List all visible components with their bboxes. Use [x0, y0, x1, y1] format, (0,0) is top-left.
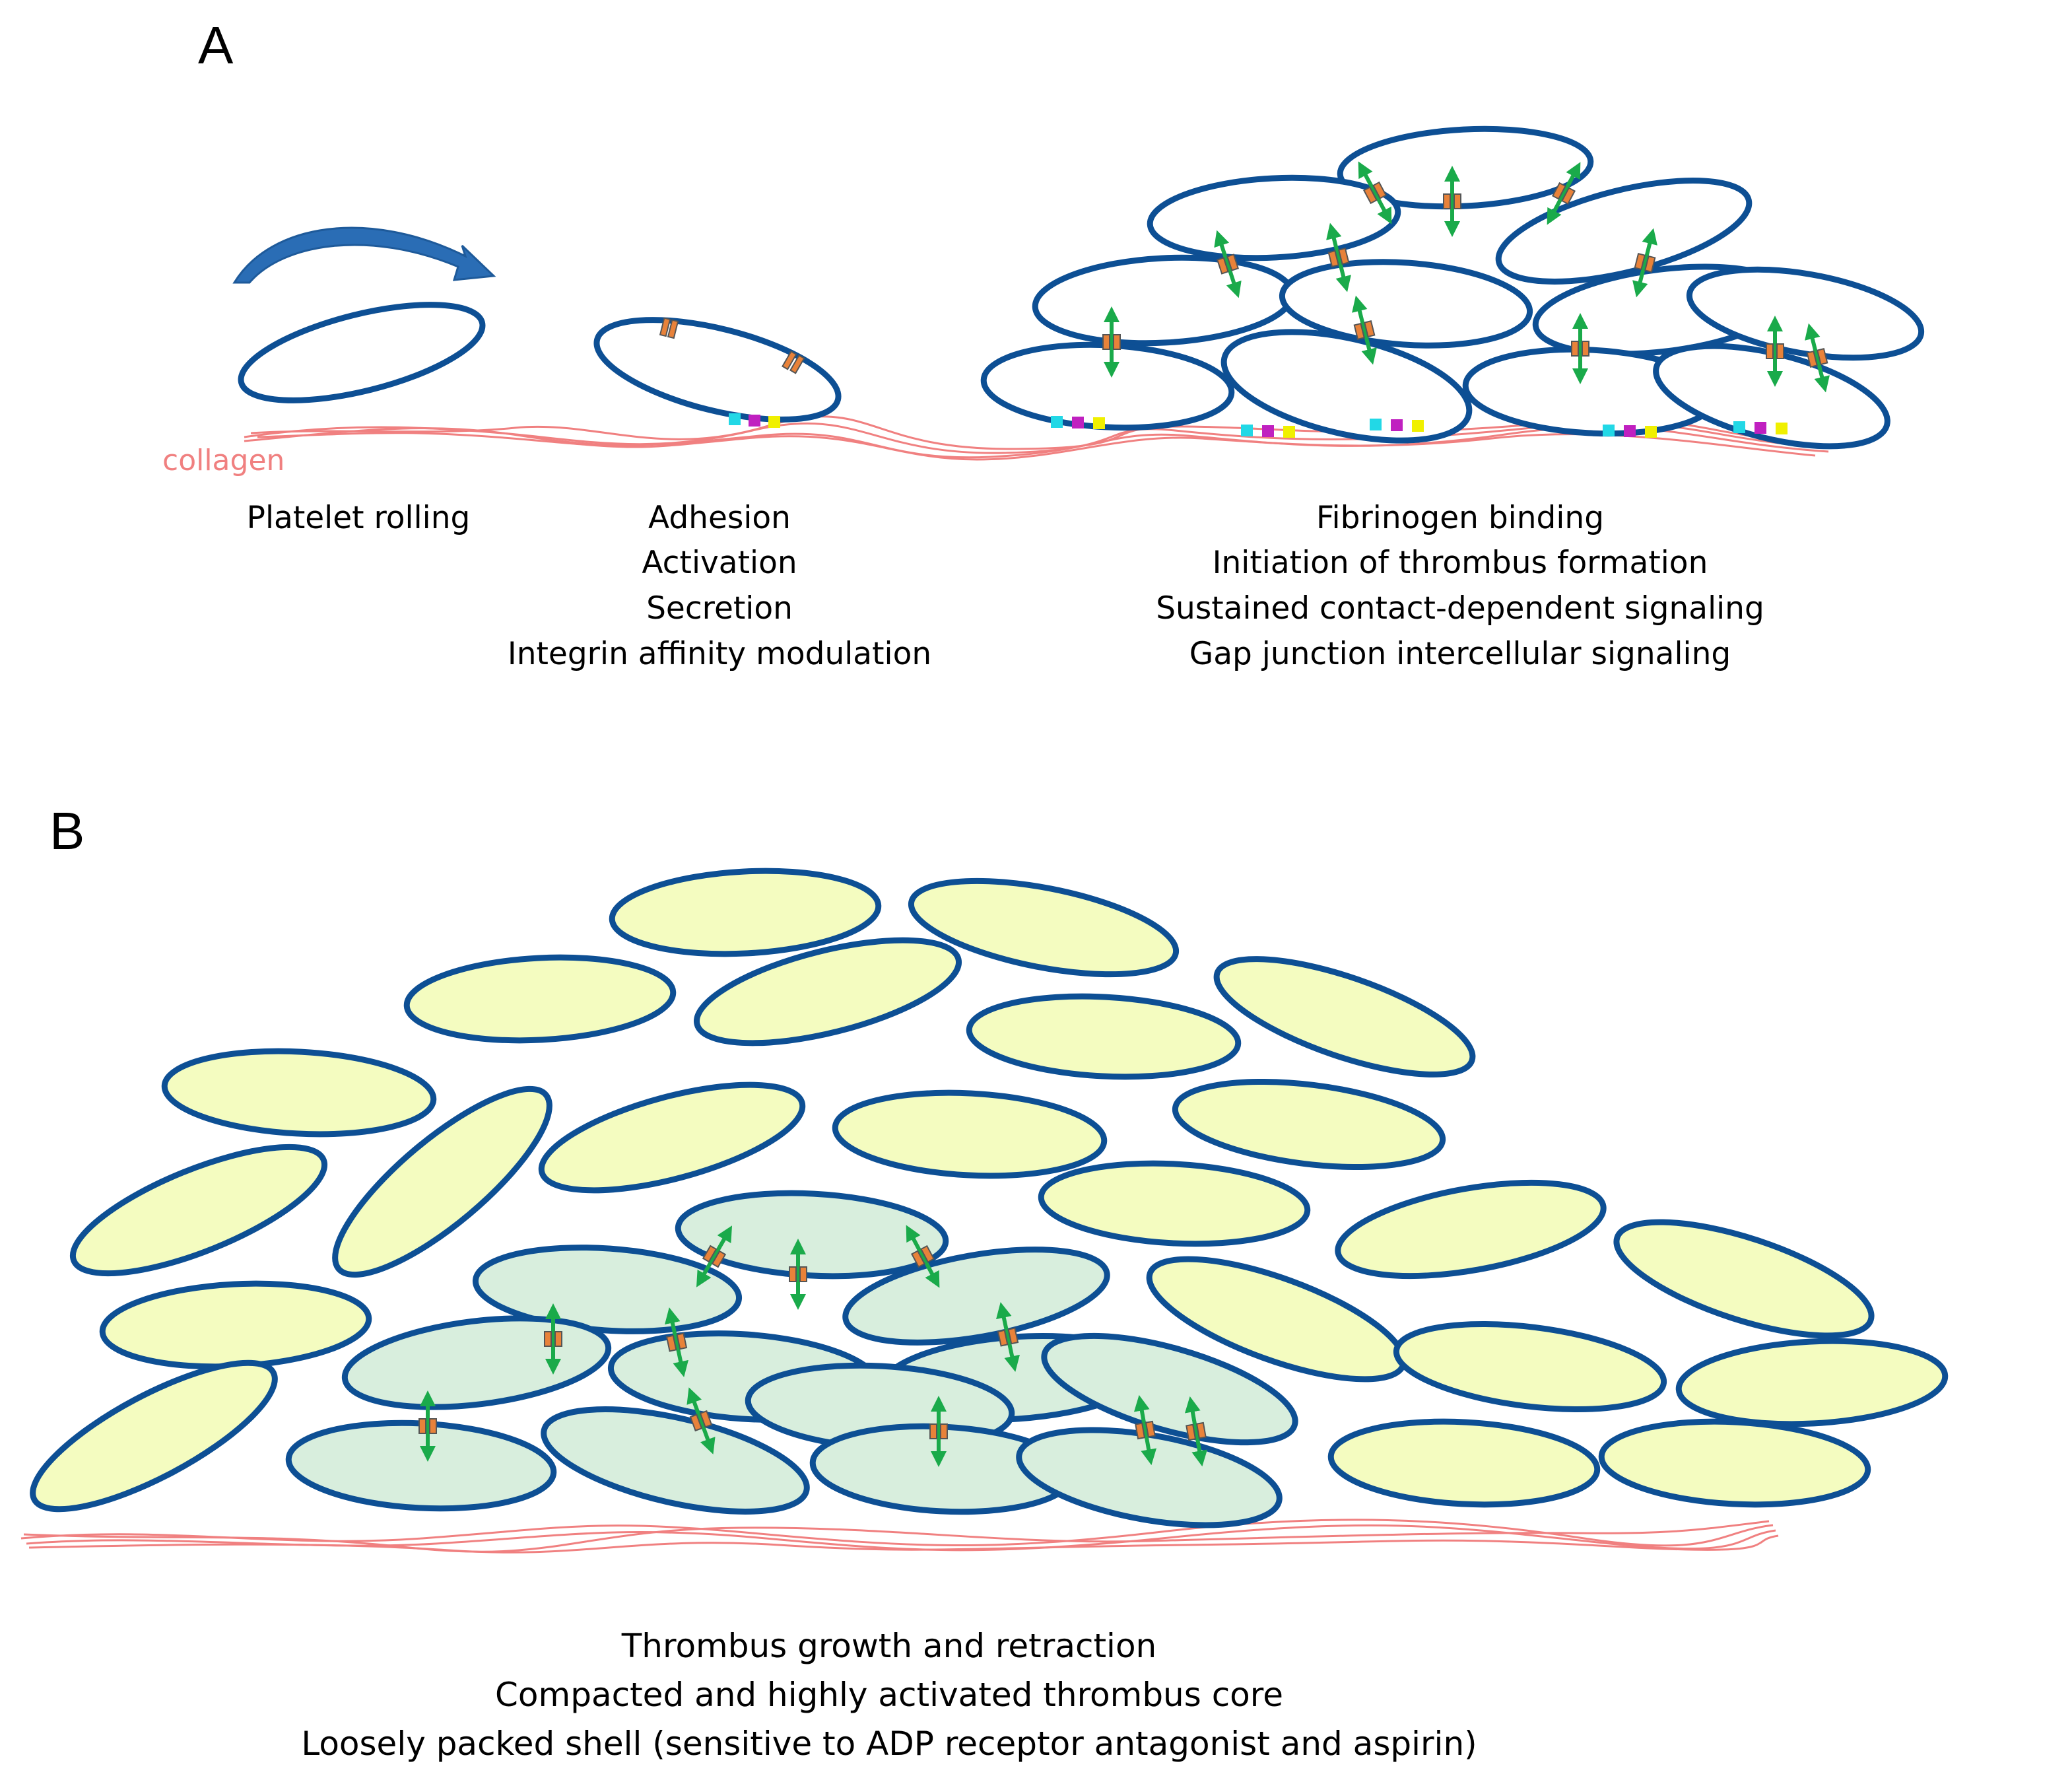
- stage-adhesion-text: Adhesion Activation Secretion Integrin a…: [508, 500, 931, 672]
- platelet: [1675, 1338, 1949, 1427]
- fibrinogen-bridge-icon: [1443, 166, 1461, 237]
- panel-a: A collagen: [162, 16, 1925, 672]
- fibrinogen-bridge-icon: [544, 1303, 562, 1375]
- platelet: [69, 1144, 328, 1277]
- panel-a-letter: A: [198, 16, 234, 75]
- fibrinogen-bridge-icon: [1358, 161, 1392, 224]
- stage-fibrinogen-text: Fibrinogen binding Initiation of thrombu…: [1156, 500, 1764, 672]
- integrin-receptor-icon: [659, 317, 805, 374]
- platelet: [1172, 1078, 1446, 1171]
- fibrinogen-bridge-icon: [1805, 323, 1830, 393]
- platelet: [1598, 1418, 1871, 1508]
- panel-b-caption-line: Loosely packed shell (sensitive to ADP r…: [301, 1725, 1477, 1763]
- platelet: [1147, 174, 1401, 261]
- panel-b-caption-line: Thrombus growth and retraction: [621, 1627, 1156, 1665]
- stage-adhesion-line: Secretion: [646, 590, 793, 627]
- platelet: [1038, 1160, 1311, 1247]
- collagen-receptor-icon: [1603, 425, 1657, 438]
- platelet: [538, 1081, 806, 1194]
- platelet: [1337, 125, 1594, 210]
- platelet: [966, 993, 1242, 1080]
- platelet: [1335, 1179, 1607, 1280]
- platelet: [980, 341, 1235, 431]
- fibrinogen-bridge-icon: [686, 1387, 716, 1455]
- panel-b: B Thrombus growth and retraction Compact…: [20, 802, 1949, 1763]
- panel-b-caption-line: Compacted and highly activated thrombus …: [495, 1676, 1283, 1714]
- fibrinogen-bridge-icon: [996, 1302, 1020, 1372]
- platelet: [1327, 1418, 1601, 1508]
- rolling-arrow-icon: [232, 226, 496, 284]
- platelet: [908, 877, 1180, 978]
- fibrinogen-bridge-icon: [1632, 228, 1657, 298]
- platelet: [30, 1359, 278, 1513]
- platelet: [99, 1280, 372, 1370]
- fibrinogen-bridge-icon: [1547, 162, 1581, 225]
- thrombus-a: [980, 125, 1925, 450]
- fibrinogen-bridge-icon: [1571, 313, 1589, 384]
- fibrinogen-bridge-icon: [1766, 316, 1784, 387]
- fibrinogen-bridge-icon: [929, 1396, 948, 1467]
- collagen-receptor-icon: [1241, 425, 1295, 438]
- fibrinogen-bridge-icon: [1102, 306, 1121, 378]
- rolling-platelet: [238, 302, 486, 403]
- collagen-receptor-icon: [1370, 419, 1424, 432]
- thrombus-core: [285, 1190, 1298, 1528]
- fibrinogen-bridge-icon: [906, 1225, 940, 1288]
- collagen-receptor-icon: [1051, 416, 1105, 429]
- platelet: [332, 1085, 552, 1278]
- platelet: [341, 1315, 612, 1410]
- collagen-receptor-icon: [729, 413, 780, 428]
- adhering-platelet: [593, 317, 842, 428]
- platelet: [1686, 266, 1925, 361]
- collagen-receptor-icon: [1733, 421, 1788, 434]
- stage-adhesion-line: Activation: [642, 545, 797, 581]
- stage-adhesion-line: Adhesion: [648, 500, 791, 536]
- platelet: [403, 954, 677, 1044]
- stage-fibrinogen-line: Sustained contact-dependent signaling: [1156, 590, 1764, 627]
- stage-fibrinogen-line: Initiation of thrombus formation: [1213, 545, 1708, 581]
- collagen-label: collagen: [162, 444, 284, 477]
- platelet: [1213, 956, 1476, 1078]
- thrombus-shell: [30, 868, 1949, 1513]
- fibrinogen-bridge-icon: [789, 1239, 807, 1310]
- platelet: [675, 1190, 949, 1280]
- fibrinogen-bridge-icon: [696, 1225, 732, 1287]
- platelet: [1041, 1332, 1298, 1446]
- fibrinogen-bridge-icon: [665, 1307, 688, 1377]
- panel-b-caption: Thrombus growth and retraction Compacted…: [301, 1627, 1477, 1763]
- fibrinogen-bridge-icon: [1184, 1396, 1208, 1467]
- fibrinogen-bridge-icon: [1352, 295, 1377, 365]
- platelet: [161, 1048, 437, 1138]
- stage-adhesion-line: Integrin affinity modulation: [508, 636, 931, 672]
- platelet: [541, 1406, 810, 1515]
- fibrinogen-bridge-icon: [1214, 230, 1242, 298]
- platelet: [1613, 1219, 1875, 1339]
- platelet: [832, 1089, 1108, 1179]
- stage-fibrinogen-line: Fibrinogen binding: [1316, 500, 1604, 536]
- fibrinogen-bridge-icon: [1133, 1394, 1157, 1466]
- panel-b-collagen-fibers: [20, 1519, 1779, 1554]
- platelet: [1016, 1427, 1283, 1528]
- stage-rolling-text: Platelet rolling: [247, 500, 471, 536]
- stage-rolling-line: Platelet rolling: [247, 500, 471, 536]
- platelet: [693, 937, 962, 1046]
- panel-b-letter: B: [50, 802, 84, 860]
- fibrinogen-bridge-icon: [418, 1390, 437, 1462]
- platelet: [1393, 1320, 1667, 1413]
- fibrinogen-bridge-icon: [1326, 222, 1351, 292]
- stage-fibrinogen-line: Gap junction intercellular signaling: [1189, 636, 1731, 672]
- platelet: [609, 868, 882, 957]
